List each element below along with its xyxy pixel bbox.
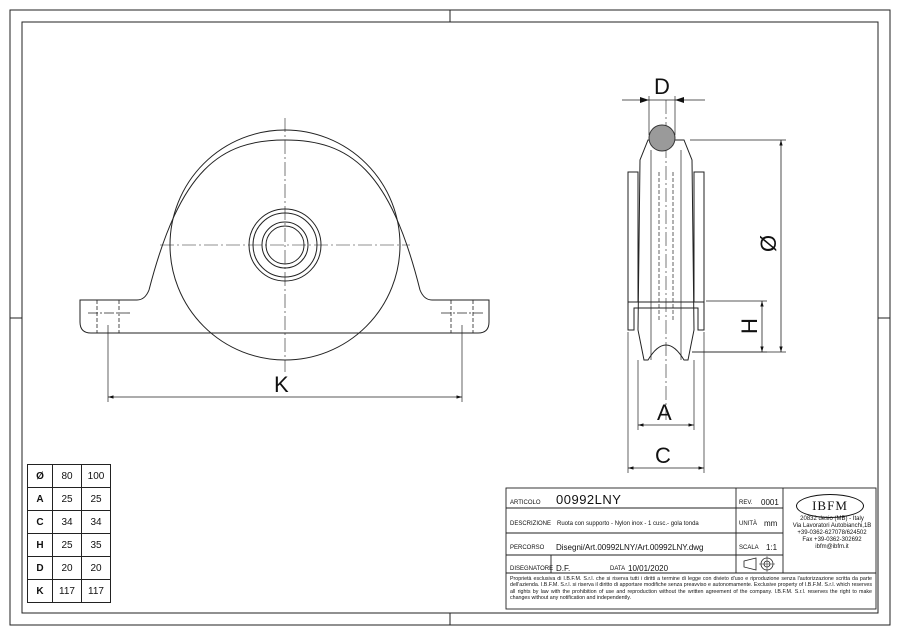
front-view xyxy=(79,118,490,402)
descrizione-value: Ruota con supporto - Nylon inox - 1 cusc… xyxy=(557,521,699,527)
company-info-line: Via Lavoratori Autobianchi,1B xyxy=(792,523,872,529)
descrizione-label: DESCRIZIONE xyxy=(510,521,552,527)
articolo-value: 00992LNY xyxy=(556,492,622,507)
percorso-value: Disegni/Art.00992LNY/Art.00992LNY.dwg xyxy=(556,543,704,552)
company-info-line: +39-0362-627078/624502 xyxy=(797,530,867,536)
bracket-side-plate-left xyxy=(627,171,639,303)
dimension-value-100-cell: 100 xyxy=(81,464,111,488)
data-label: DATA xyxy=(610,566,626,572)
dimension-symbol-cell: H xyxy=(27,533,53,557)
dim-label-k: K xyxy=(274,372,289,397)
dim-label-c: C xyxy=(655,443,671,468)
rev-value: 0001 xyxy=(761,498,779,507)
bracket-side-plate-right xyxy=(693,171,705,303)
dimension-value-100-cell: 25 xyxy=(81,487,111,511)
percorso-label: PERCORSO xyxy=(510,545,545,551)
bracket-outline xyxy=(79,139,490,334)
company-info-line: Fax +39-0362-302692 xyxy=(802,537,862,543)
dimension-value-100-cell: 35 xyxy=(81,533,111,557)
dimension-value-100-cell: 20 xyxy=(81,556,111,580)
dim-label-a: A xyxy=(657,400,672,425)
dimension-symbol-cell: Ø xyxy=(27,464,53,488)
disegnatore-label: DISEGNATORE xyxy=(510,566,554,572)
unita-label: UNITÀ xyxy=(739,521,757,527)
dimension-value-80-cell: 20 xyxy=(52,556,82,580)
axle-hidden-lines xyxy=(658,172,674,320)
wheel-side-profile xyxy=(637,139,695,361)
dimension-value-100-cell: 117 xyxy=(81,579,111,603)
dimension-symbol-cell: K xyxy=(27,579,53,603)
mounting-hole-right xyxy=(441,300,484,333)
data-value: 10/01/2020 xyxy=(628,564,669,573)
side-view xyxy=(622,96,786,473)
articolo-label: ARTICOLO xyxy=(510,500,541,506)
disclaimer-text: Proprietà esclusiva di I.B.F.M. S.r.l. c… xyxy=(510,576,872,602)
rev-label: REV. xyxy=(739,500,753,506)
dim-label-diameter: Ø xyxy=(756,235,781,252)
dimension-value-80-cell: 80 xyxy=(52,464,82,488)
rail-rod xyxy=(648,124,676,152)
dim-label-h: H xyxy=(737,318,762,334)
dimension-value-80-cell: 117 xyxy=(52,579,82,603)
company-info-line: ibfm@ibfm.it xyxy=(815,544,849,550)
unita-value: mm xyxy=(764,519,778,528)
dimension-symbol-cell: D xyxy=(27,556,53,580)
dimension-symbol-cell: C xyxy=(27,510,53,534)
dimension-value-100-cell: 34 xyxy=(81,510,111,534)
title-block: ARTICOLO 00992LNY REV. 0001 DESCRIZIONE … xyxy=(506,488,876,609)
dimension-value-80-cell: 34 xyxy=(52,510,82,534)
dim-label-d: D xyxy=(654,74,670,99)
company-info-line: 20832 desio (MB) - Italy xyxy=(800,516,864,522)
mounting-hole-left xyxy=(88,300,130,333)
dimension-symbol-cell: A xyxy=(27,487,53,511)
projection-symbol-icon xyxy=(743,556,775,572)
scala-label: SCALA xyxy=(739,545,759,551)
dimension-value-80-cell: 25 xyxy=(52,487,82,511)
dimension-value-80-cell: 25 xyxy=(52,533,82,557)
scala-value: 1:1 xyxy=(766,543,778,552)
disegnatore-value: D.F. xyxy=(556,564,571,573)
title-block-frame xyxy=(505,487,877,610)
ibfm-logo: IBFM xyxy=(796,494,864,518)
